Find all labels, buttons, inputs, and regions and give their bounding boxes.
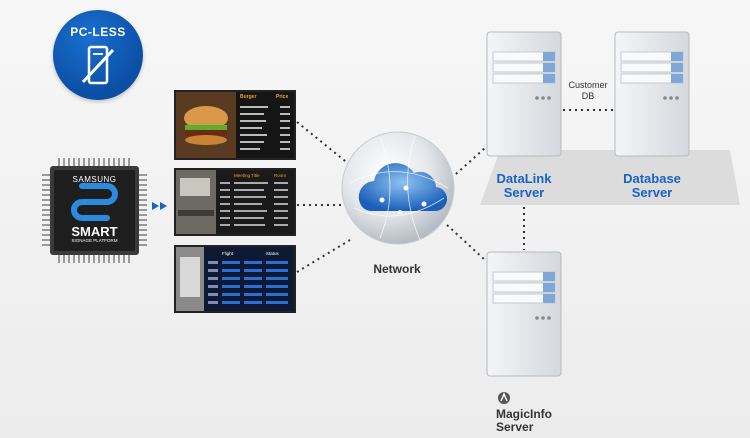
customer-db-line2: DB — [581, 91, 595, 101]
magicinfo-line1: MagicInfo — [496, 407, 552, 421]
datalink-line2: Server — [503, 185, 545, 200]
burger-image — [176, 92, 294, 158]
flight-header-left: Flight — [222, 251, 234, 256]
network-globe-icon — [341, 131, 455, 245]
magicinfo-server-label: MagicInfo Server — [496, 408, 576, 434]
customer-db-label: Customer DB — [560, 80, 616, 102]
pc-less-badge: PC-LESS — [53, 10, 143, 100]
network-label: Network — [373, 262, 421, 276]
meeting-header-left: Meeting Title — [234, 173, 260, 178]
meeting-image — [176, 170, 294, 234]
flight-header-right: Status — [266, 251, 279, 256]
customer-db-line1: Customer — [568, 80, 608, 90]
datalink-line1: DataLink — [496, 171, 552, 186]
database-line2: Server — [631, 185, 673, 200]
database-line1: Database — [623, 171, 681, 186]
badge-label: PC-LESS — [70, 25, 126, 39]
burger-menu-screen: Burger Price — [174, 90, 296, 160]
database-server-icon — [614, 31, 690, 157]
meeting-header-right: Room — [274, 173, 287, 178]
chip-product: SMART — [71, 224, 118, 239]
flight-image — [176, 247, 294, 311]
database-server-label: Database Server — [608, 172, 696, 200]
meeting-schedule-screen: Meeting Title Room — [174, 168, 296, 236]
magicinfo-server-icon — [486, 251, 562, 377]
burger-header-right: Price — [276, 94, 289, 100]
server-platform — [480, 150, 740, 205]
datalink-server-icon — [486, 31, 562, 157]
burger-header-left: Burger — [240, 94, 257, 100]
magicinfo-line2: Server — [496, 420, 534, 434]
chip-subtitle: SIGNAGE PLATFORM — [71, 238, 118, 243]
flight-board-screen: Flight Status — [174, 245, 296, 313]
datalink-server-label: DataLink Server — [480, 172, 568, 200]
no-pc-icon — [81, 45, 115, 85]
smart-signage-chip: SAMSUNG SMART SIGNAGE PLATFORM — [42, 158, 147, 263]
chip-pins — [42, 158, 147, 263]
chip-brand: SAMSUNG — [72, 175, 117, 184]
magicinfo-logo-icon — [498, 392, 510, 404]
